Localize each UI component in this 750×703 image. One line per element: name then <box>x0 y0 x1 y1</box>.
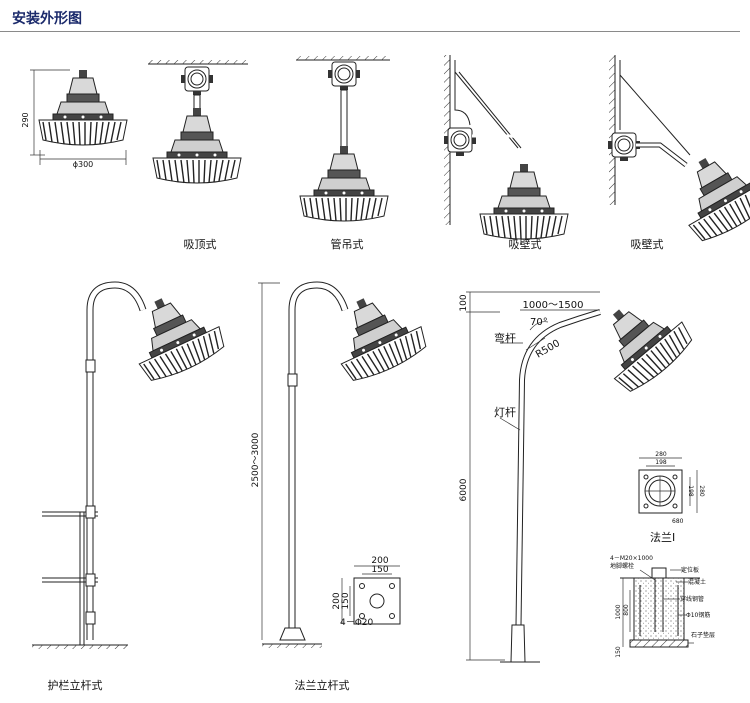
dim-flange-plate-side-outer: 200 <box>332 592 342 609</box>
dim-flange1-bolt: 4－M20×1000 <box>610 555 653 562</box>
caption-wall-2: 吸壁式 <box>631 237 664 251</box>
lamp-drawing <box>152 107 242 184</box>
lamp-drawing <box>581 283 699 399</box>
figure-pipe-pendant: 管吊式 <box>296 56 390 251</box>
figure-ceiling-mount: 吸顶式 <box>148 60 248 251</box>
title-divider <box>0 31 740 32</box>
dim-flange-plate-side-inner: 150 <box>341 592 351 609</box>
label-anchor-bolt: 地脚螺栓 <box>610 562 634 570</box>
dim-flange1-outer: 280 <box>655 451 667 458</box>
figure-guardrail-pole: 护栏立杆式 <box>32 280 231 692</box>
page-title: 安装外形图 <box>12 11 82 27</box>
dim-foundation-depth: 1000 <box>615 604 622 619</box>
caption-guardrail-pole: 护栏立杆式 <box>48 678 103 692</box>
dim-pole-height: 2500～3000 <box>251 432 261 487</box>
dim-foundation-top: 150 <box>615 646 622 658</box>
dim-arm-length: 1000～1500 <box>523 300 584 311</box>
dim-ceiling-height: 290 <box>21 112 30 127</box>
caption-wall-1: 吸壁式 <box>509 237 542 251</box>
label-light-pole: 灯杆 <box>494 405 516 419</box>
lamp-drawing <box>479 163 569 240</box>
figure-ceiling-dimensioned: 290 ϕ300 <box>21 69 128 169</box>
dim-flange1-side-outer: 280 <box>698 485 705 497</box>
figure-wall-mount-1: 吸壁式 <box>443 55 569 251</box>
dim-flange-holes: 4－Φ20 <box>340 618 374 628</box>
caption-flange-pole: 法兰立杆式 <box>295 678 350 692</box>
figure-flange-1: 280 198 198 280 680 法兰Ⅰ <box>638 451 705 544</box>
dim-arm-angle: 70° <box>530 317 548 328</box>
label-bent-pole: 弯杆 <box>494 331 516 345</box>
label-positioning-plate: 定位板 <box>681 566 699 574</box>
lamp-drawing <box>38 69 128 146</box>
label-gravel: 石子垫层 <box>691 631 715 639</box>
dim-flange-plate-outer: 200 <box>371 556 388 566</box>
figure-tall-pole: 100 6000 1000～1500 70° R500 弯杆 灯杆 <box>459 283 699 663</box>
figure-foundation: 4－M20×1000 地脚螺栓 1000 800 150 定位板 混凝土 穿线钢… <box>610 555 715 658</box>
flange-plate-detail: 200 150 200 150 4－Φ20 <box>332 556 401 628</box>
figure-wall-mount-2: 吸壁式 <box>607 55 750 251</box>
label-steel-pipe: 穿线钢管 <box>680 595 704 603</box>
dim-flange-plate-inner: 150 <box>371 565 388 575</box>
dim-flange1-inner: 198 <box>655 459 667 466</box>
header: 安装外形图 <box>0 0 750 34</box>
lamp-drawing <box>299 145 389 222</box>
caption-flange-1: 法兰Ⅰ <box>650 530 675 544</box>
caption-pendant: 管吊式 <box>331 237 364 251</box>
dim-flange1-side-inner: 198 <box>687 485 694 497</box>
caption-ceiling: 吸顶式 <box>184 238 217 251</box>
label-rebar: Φ10钢筋 <box>686 611 710 619</box>
lamp-drawing <box>663 137 750 248</box>
label-concrete: 混凝土 <box>688 578 706 586</box>
dim-flange1-base-width: 680 <box>672 518 684 525</box>
dim-tall-height: 6000 <box>459 478 469 501</box>
dim-ceiling-diameter: ϕ300 <box>73 160 94 169</box>
dim-foundation-sub: 800 <box>623 604 630 616</box>
dim-tall-top-gap: 100 <box>459 294 469 311</box>
figure-flange-pole: 2500～3000 200 150 200 150 4－Φ20 法兰立杆式 <box>251 280 433 692</box>
